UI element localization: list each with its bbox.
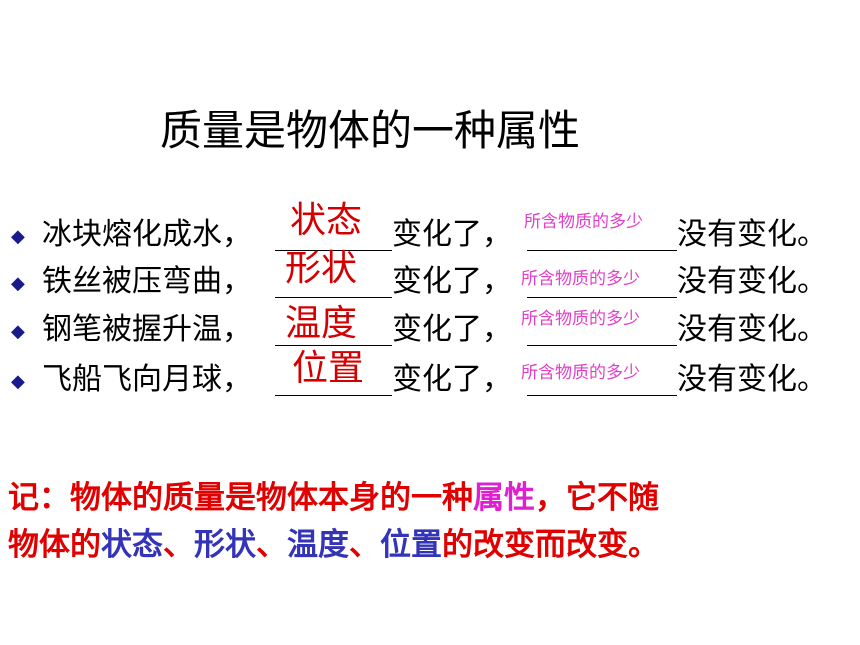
note-line-1: 记：物体的质量是物体本身的一种属性，它不随 xyxy=(8,478,659,518)
note-line-2: 物体的状态、形状、温度、位置的改变而改变。 xyxy=(8,525,659,565)
statement-middle: 变化了， xyxy=(392,217,512,252)
separator: 、 xyxy=(256,527,287,563)
statement-prefix: 铁丝被压弯曲， xyxy=(42,264,252,299)
statement-suffix: 没有变化。 xyxy=(677,264,827,299)
statement-row-3: ◆ 钢笔被握升温， 温度 变化了， 所含物质的多少 没有变化。 xyxy=(0,304,860,361)
statement-prefix: 钢笔被握升温， xyxy=(42,312,252,347)
page-title: 质量是物体的一种属性 xyxy=(160,106,581,155)
statement-row-2: ◆ 铁丝被压弯曲， 形状 变化了， 所含物质的多少 没有变化。 xyxy=(0,249,860,313)
statement-suffix: 没有变化。 xyxy=(677,362,827,397)
diamond-bullet-icon: ◆ xyxy=(11,321,25,342)
keyword-position: 位置 xyxy=(380,527,442,563)
answer-blank xyxy=(275,395,392,396)
answer-blank xyxy=(527,345,677,346)
answer-blank xyxy=(527,250,677,251)
separator: 、 xyxy=(163,527,194,563)
separator: 、 xyxy=(349,527,380,563)
diamond-bullet-icon: ◆ xyxy=(11,371,25,392)
answer-blank xyxy=(527,395,677,396)
keyword-state: 状态 xyxy=(101,527,163,563)
answer-blank xyxy=(275,297,392,298)
statement-suffix: 没有变化。 xyxy=(677,217,827,252)
statement-prefix: 飞船飞向月球， xyxy=(42,362,252,397)
keyword-temperature: 温度 xyxy=(287,527,349,563)
hint-text: 所含物质的多少 xyxy=(524,212,643,232)
answer-blank xyxy=(275,345,392,346)
keyword-shape: 形状 xyxy=(194,527,256,563)
attribute-highlight: 属性 xyxy=(473,480,535,516)
diamond-bullet-icon: ◆ xyxy=(11,273,25,294)
statement-middle: 变化了， xyxy=(392,264,512,299)
statement-middle: 变化了， xyxy=(392,362,512,397)
diamond-bullet-icon: ◆ xyxy=(11,226,25,247)
answer-text: 位置 xyxy=(292,348,365,389)
statement-row-4: ◆ 飞船飞向月球， 位置 变化了， 所含物质的多少 没有变化。 xyxy=(0,349,860,411)
note-lead-text: 记：物体的质量是物体本身的一种 xyxy=(8,480,473,516)
answer-blank xyxy=(527,297,677,298)
statement-suffix: 没有变化。 xyxy=(677,312,827,347)
answer-blank xyxy=(275,250,392,251)
hint-text: 所含物质的多少 xyxy=(521,363,640,383)
hint-text: 所含物质的多少 xyxy=(521,269,640,289)
answer-text: 形状 xyxy=(285,248,358,289)
answer-text: 温度 xyxy=(285,303,358,344)
statement-middle: 变化了， xyxy=(392,312,512,347)
statement-prefix: 冰块熔化成水， xyxy=(42,217,252,252)
answer-text: 状态 xyxy=(290,200,363,241)
note-line1-end: ，它不随 xyxy=(535,480,659,516)
note-line2-start: 物体的 xyxy=(8,527,101,563)
statement-row-1: ◆ 冰块熔化成水， 状态 变化了， 所含物质的多少 没有变化。 xyxy=(0,201,860,266)
note-line2-end: 的改变而改变。 xyxy=(442,527,659,563)
hint-text: 所含物质的多少 xyxy=(521,309,640,329)
